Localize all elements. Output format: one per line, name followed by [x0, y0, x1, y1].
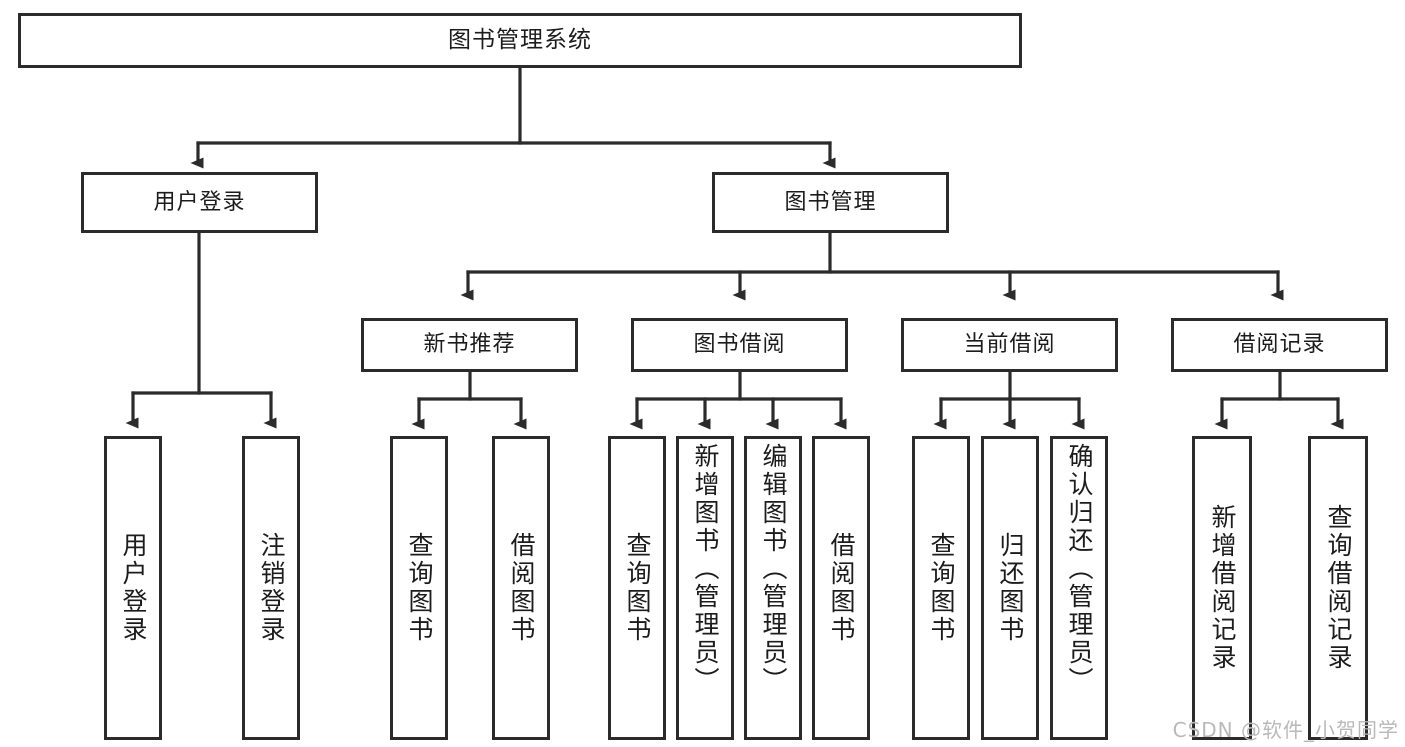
node-user-login-label: 用户登录 — [153, 189, 246, 215]
node-root-system[interactable]: 图书管理系统 — [18, 13, 1022, 68]
leaf-current-borrow-confirm-label: 确认归还（管理员） — [1065, 443, 1094, 695]
leaf-current-borrow-query[interactable]: 查询图书 — [912, 436, 970, 740]
leaf-current-borrow-confirm[interactable]: 确认归还（管理员） — [1050, 436, 1108, 740]
leaf-new-book-borrow-label: 借阅图书 — [507, 532, 536, 644]
leaf-current-borrow-return-label: 归还图书 — [996, 532, 1025, 644]
leaf-book-borrow-add[interactable]: 新增图书（管理员） — [676, 436, 734, 740]
node-book-borrow-label: 图书借阅 — [693, 332, 786, 358]
leaf-book-borrow-edit-label: 编辑图书（管理员） — [759, 443, 788, 695]
node-current-borrow[interactable]: 当前借阅 — [901, 318, 1118, 372]
leaf-borrow-record-add[interactable]: 新增借阅记录 — [1192, 436, 1252, 740]
leaf-user-login-logout[interactable]: 注销登录 — [242, 436, 300, 740]
leaf-borrow-record-add-label: 新增借阅记录 — [1208, 504, 1237, 672]
node-borrow-record[interactable]: 借阅记录 — [1171, 318, 1388, 372]
node-book-management-label: 图书管理 — [784, 189, 877, 215]
node-new-book-recommend[interactable]: 新书推荐 — [361, 318, 578, 372]
leaf-borrow-record-query-label: 查询借阅记录 — [1324, 504, 1353, 672]
node-borrow-record-label: 借阅记录 — [1233, 332, 1326, 358]
leaf-book-borrow-borrow-label: 借阅图书 — [827, 532, 856, 644]
leaf-user-login-login-label: 用户登录 — [119, 532, 148, 644]
leaf-book-borrow-edit[interactable]: 编辑图书（管理员） — [744, 436, 802, 740]
node-book-management[interactable]: 图书管理 — [712, 172, 949, 233]
leaf-borrow-record-query[interactable]: 查询借阅记录 — [1308, 436, 1368, 740]
leaf-new-book-borrow[interactable]: 借阅图书 — [492, 436, 550, 740]
leaf-new-book-query[interactable]: 查询图书 — [390, 436, 448, 740]
leaf-new-book-query-label: 查询图书 — [405, 532, 434, 644]
node-new-book-recommend-label: 新书推荐 — [423, 332, 516, 358]
leaf-book-borrow-borrow[interactable]: 借阅图书 — [812, 436, 870, 740]
leaf-user-login-logout-label: 注销登录 — [257, 532, 286, 644]
node-root-label: 图书管理系统 — [448, 27, 592, 54]
leaf-user-login-login[interactable]: 用户登录 — [104, 436, 162, 740]
node-user-login[interactable]: 用户登录 — [81, 172, 318, 233]
leaf-book-borrow-add-label: 新增图书（管理员） — [691, 443, 720, 695]
leaf-book-borrow-query-label: 查询图书 — [623, 532, 652, 644]
node-book-borrow[interactable]: 图书借阅 — [631, 318, 848, 372]
leaf-current-borrow-query-label: 查询图书 — [927, 532, 956, 644]
leaf-book-borrow-query[interactable]: 查询图书 — [608, 436, 666, 740]
node-current-borrow-label: 当前借阅 — [963, 332, 1056, 358]
leaf-current-borrow-return[interactable]: 归还图书 — [981, 436, 1039, 740]
